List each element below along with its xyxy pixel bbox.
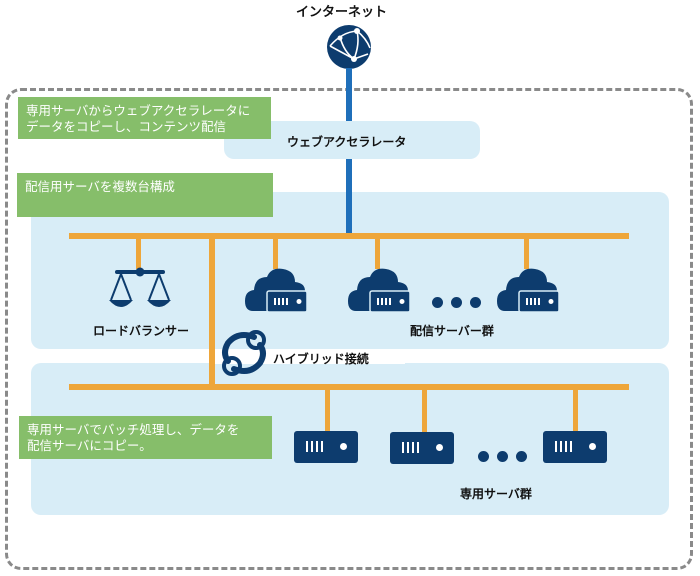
note-line: 配信サーバにコピー。 bbox=[27, 438, 152, 453]
ellipsis-more-servers bbox=[478, 451, 527, 462]
globe-network-icon bbox=[327, 25, 371, 69]
note-line: データをコピーし、コンテンツ配信 bbox=[26, 119, 227, 134]
dedicated-servers-label: 専用サーバ群 bbox=[460, 487, 532, 501]
note-batch-processing: 専用サーバでバッチ処理し、データを 配信サーバにコピー。 bbox=[19, 416, 272, 459]
load-balancer-label: ロードバランサー bbox=[93, 324, 190, 338]
lb-drop-line bbox=[136, 239, 141, 269]
ellipsis-more-servers bbox=[432, 297, 481, 308]
delivery-network-bus bbox=[69, 233, 629, 239]
delivery-servers-label: 配信サーバー群 bbox=[410, 324, 494, 338]
server-drop-line bbox=[375, 239, 380, 269]
server-icon bbox=[294, 431, 358, 463]
note-line: 配信用サーバを複数台構成 bbox=[25, 179, 175, 194]
server-icon bbox=[390, 432, 454, 464]
uplink-lower-line bbox=[346, 159, 352, 234]
server-drop-line bbox=[524, 239, 529, 269]
server-drop-line bbox=[273, 239, 278, 269]
hybrid-connection-label: ハイブリッド接続 bbox=[273, 352, 369, 366]
web-accelerator-label: ウェブアクセラレータ bbox=[287, 135, 407, 149]
cloud-server-icon bbox=[348, 268, 411, 313]
internet-label: インターネット bbox=[296, 5, 388, 20]
uplink-upper-line bbox=[346, 68, 352, 121]
hybrid-link-icon bbox=[222, 330, 266, 376]
dedicated-drop-line bbox=[573, 390, 578, 432]
note-multiple-delivery-servers: 配信用サーバを複数台構成 bbox=[17, 173, 273, 217]
hybrid-connection-line bbox=[209, 239, 215, 389]
scale-balance-icon bbox=[109, 267, 171, 307]
cloud-server-icon bbox=[497, 268, 560, 313]
note-line: 専用サーバでバッチ処理し、データを bbox=[27, 422, 240, 437]
dedicated-network-bus bbox=[69, 384, 629, 390]
dedicated-drop-line bbox=[422, 390, 427, 432]
dedicated-drop-line bbox=[325, 390, 330, 432]
note-web-accelerator-copy: 専用サーバからウェブアクセラレータに データをコピーし、コンテンツ配信 bbox=[18, 97, 271, 139]
note-line: 専用サーバからウェブアクセラレータに bbox=[26, 103, 251, 118]
cloud-server-icon bbox=[245, 268, 308, 313]
server-icon bbox=[543, 431, 607, 463]
